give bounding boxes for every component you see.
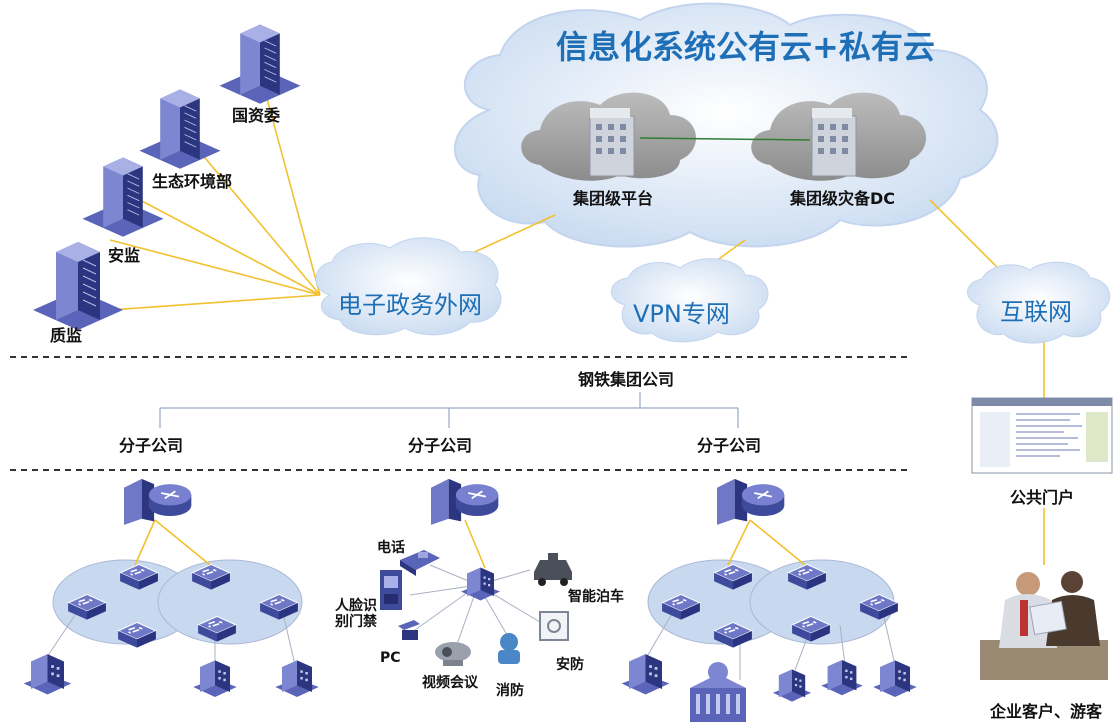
dashed-separators (10, 356, 910, 471)
video-conf-label: 视频会议 (422, 675, 478, 691)
agency-label: 国资委 (232, 106, 281, 125)
subsidiary-label: 分子公司 (408, 436, 473, 455)
platform-label: 集团级平台 (573, 189, 654, 208)
face-access-label: 人脸识 别门禁 (335, 598, 377, 630)
group-company-label: 钢铁集团公司 (578, 370, 675, 389)
customers-label: 企业客户、游客 (990, 702, 1103, 721)
internet-label: 互联网 (1000, 298, 1072, 326)
phone-label: 电话 (377, 540, 405, 556)
vpn-network-label: VPN专网 (633, 300, 730, 328)
cloud-private-public (454, 2, 999, 248)
page-title: 信息化系统公有云+私有云 (556, 28, 935, 66)
agency-label: 生态环境部 (152, 172, 233, 191)
disaster-dc-label: 集团级灾备DC (790, 189, 896, 208)
org-tree-lines (159, 392, 739, 428)
security-label: 安防 (556, 657, 584, 673)
network-clouds (315, 237, 1111, 344)
parking-label: 智能泊车 (568, 589, 624, 605)
portal-label: 公共门户 (1010, 488, 1075, 507)
subsidiary-label: 分子公司 (697, 436, 762, 455)
customers-illustration (980, 571, 1108, 680)
subnet-middle (380, 477, 572, 666)
subnet-left (23, 477, 319, 697)
portal-window (971, 397, 1113, 474)
pc-label: PC (380, 650, 401, 666)
agency-label: 质监 (50, 326, 83, 345)
subnet-right (621, 477, 917, 722)
subsidiary-label: 分子公司 (119, 436, 184, 455)
egov-network-label: 电子政务外网 (338, 291, 482, 319)
agency-label: 安监 (108, 246, 141, 265)
fire-label: 消防 (496, 683, 524, 699)
